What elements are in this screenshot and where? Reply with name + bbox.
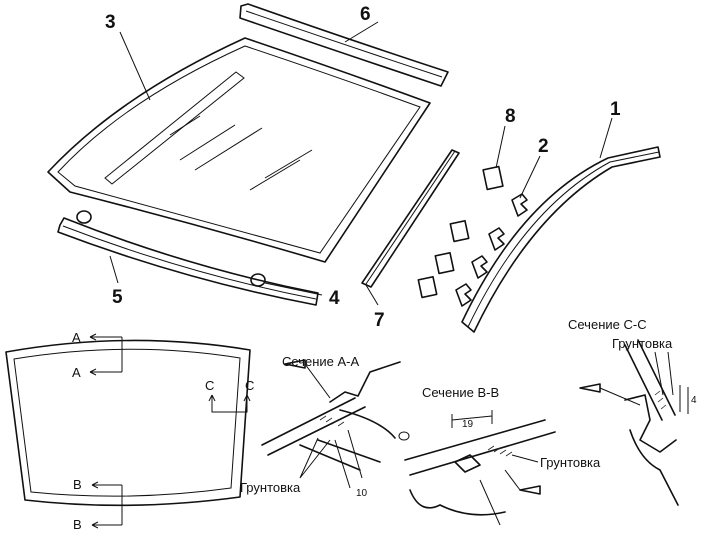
clip-part-4-a [76,210,92,224]
callout-6: 6 [360,4,371,25]
section-marker-c-right: C [245,378,254,393]
callout-4: 4 [329,288,340,309]
section-a-primer-label: Грунтовка [240,480,301,495]
section-markers-c [208,394,251,413]
section-b-drawing [404,410,556,526]
side-molding-7 [361,149,460,288]
side-molding-1 [461,146,661,333]
section-c-title: Сечение С-С [568,317,647,332]
upper-molding [239,3,449,87]
section-a-title: Сечение А-А [282,354,359,369]
leader-lines [109,21,613,306]
section-b-dimension: 19 [462,419,474,430]
section-marker-b-bottom: B [73,517,82,532]
lower-molding [57,217,319,306]
callout-1: 1 [610,99,621,120]
windshield-glass [47,37,431,263]
section-markers-b [91,481,123,529]
section-marker-a-top: A [72,330,81,345]
section-marker-b-top: B [73,477,82,492]
section-b-primer-label: Грунтовка [540,455,601,470]
section-a-drawing [261,359,410,489]
section-c-primer-label: Грунтовка [612,336,673,351]
clip-part-4-b [250,273,266,287]
section-a-dimension: 10 [356,488,368,499]
callout-5: 5 [112,287,123,308]
clips-2 [455,193,528,307]
section-markers-a [89,333,123,376]
callout-7: 7 [374,310,385,331]
clips-8 [417,165,504,299]
section-marker-a-bottom: A [72,365,81,380]
callout-8: 8 [505,106,516,127]
windshield-front-view [5,339,251,507]
section-b-title: Сечение В-В [422,385,499,400]
callout-2: 2 [538,136,549,157]
section-c-drawing [579,339,689,506]
section-marker-c-left: C [205,378,214,393]
callout-3: 3 [105,12,116,33]
section-c-dimension: 4 [691,395,697,406]
